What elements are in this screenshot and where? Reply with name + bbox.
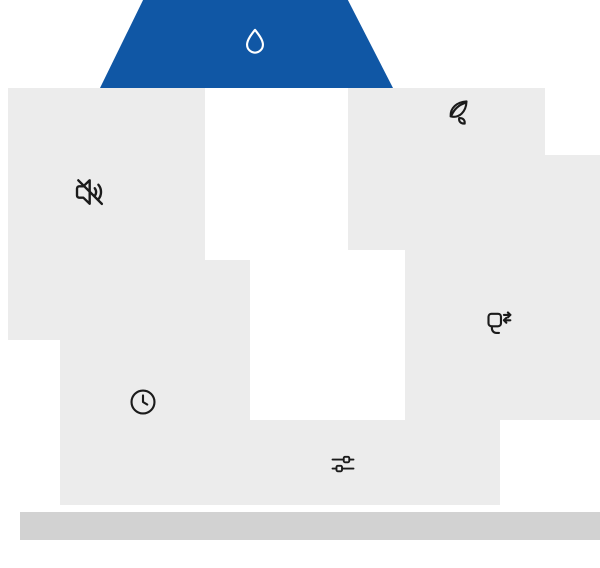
leaf-icon bbox=[441, 95, 475, 129]
water-drop-icon bbox=[238, 25, 272, 59]
clock-icon bbox=[126, 385, 160, 419]
speaker-mute-icon bbox=[71, 173, 109, 211]
bottom-bar bbox=[20, 512, 600, 540]
water-banner-tile[interactable] bbox=[100, 0, 393, 88]
power-tile[interactable] bbox=[405, 155, 600, 420]
options-icon bbox=[328, 449, 358, 479]
options-tile[interactable] bbox=[205, 420, 500, 505]
plug-sync-icon bbox=[480, 305, 514, 339]
